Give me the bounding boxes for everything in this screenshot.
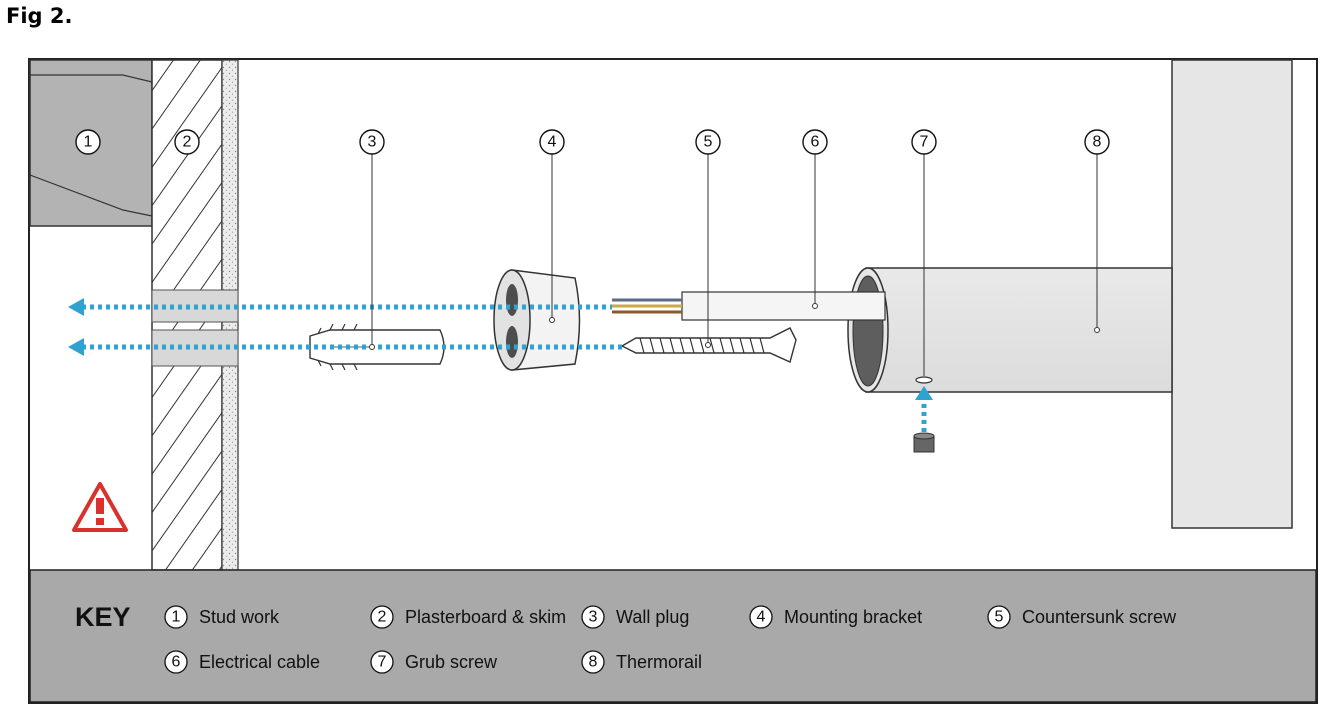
svg-text:3: 3 <box>589 609 598 626</box>
thermorail-bar <box>847 267 1173 393</box>
key-item-mounting-bracket: 4 Mounting bracket <box>749 605 922 629</box>
callout-number: 1 <box>84 134 93 151</box>
callout-5: 5 <box>695 129 721 155</box>
figure-title: Fig 2. <box>6 4 73 28</box>
svg-text:2: 2 <box>378 609 387 626</box>
callout-7: 7 <box>911 129 937 155</box>
key-panel: KEY 1 Stud work 2 Plasterboard & skim 3 Wal… <box>29 569 1317 703</box>
callout-8: 8 <box>1084 129 1110 155</box>
warning-triangle-icon <box>72 482 128 532</box>
key-item-countersunk-screw: 5 Countersunk screw <box>987 605 1177 629</box>
callout-1: 1 <box>75 129 101 155</box>
key-label: Plasterboard & skim <box>405 607 566 627</box>
leader-lines <box>371 154 1098 376</box>
svg-text:5: 5 <box>995 609 1004 626</box>
key-item-wall-plug: 3 Wall plug <box>581 605 689 629</box>
svg-text:1: 1 <box>172 609 181 626</box>
svg-text:4: 4 <box>757 609 766 626</box>
grub-screw <box>913 376 935 453</box>
key-item-stud-work: 1 Stud work <box>164 605 280 629</box>
callout-number: 2 <box>183 134 192 151</box>
key-item-electrical-cable: 6 Electrical cable <box>164 650 320 674</box>
callout-3: 3 <box>359 129 385 155</box>
callout-number: 8 <box>1093 134 1102 151</box>
lower-arrow <box>68 338 626 356</box>
thermorail-upright <box>1171 59 1293 529</box>
key-label: Stud work <box>199 607 280 627</box>
key-label: Thermorail <box>616 652 702 672</box>
grub-screw-arrow <box>915 386 933 432</box>
key-label: Wall plug <box>616 607 689 627</box>
mounting-bracket <box>493 269 581 371</box>
callout-number: 4 <box>548 134 557 151</box>
electrical-cable <box>612 291 886 321</box>
key-label: Countersunk screw <box>1022 607 1177 627</box>
key-item-thermorail: 8 Thermorail <box>581 650 702 674</box>
svg-text:7: 7 <box>378 654 387 671</box>
svg-text:6: 6 <box>172 654 181 671</box>
callout-6: 6 <box>802 129 828 155</box>
key-item-plasterboard: 2 Plasterboard & skim <box>370 605 566 629</box>
key-title: KEY <box>75 602 131 632</box>
callout-number: 6 <box>811 134 820 151</box>
callout-number: 3 <box>368 134 377 151</box>
key-label: Grub screw <box>405 652 498 672</box>
callout-4: 4 <box>539 129 565 155</box>
callout-2: 2 <box>174 129 200 155</box>
svg-text:8: 8 <box>589 654 598 671</box>
key-item-grub-screw: 7 Grub screw <box>370 650 498 674</box>
key-label: Electrical cable <box>199 652 320 672</box>
upper-arrow <box>68 298 612 316</box>
key-label: Mounting bracket <box>784 607 922 627</box>
callout-number: 7 <box>920 134 929 151</box>
callout-number: 5 <box>704 134 713 151</box>
